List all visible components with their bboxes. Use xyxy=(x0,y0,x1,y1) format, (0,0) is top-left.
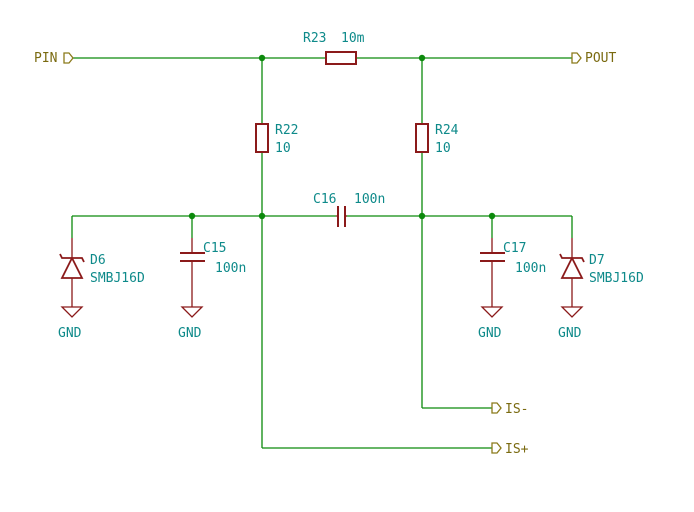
output-port-icon xyxy=(491,402,502,414)
diode-d6[interactable]: D6 SMBJ16D xyxy=(59,238,145,307)
ground-d7: GND xyxy=(558,306,584,341)
c17-value: 100n xyxy=(515,261,546,276)
output-port-icon xyxy=(571,52,582,64)
ground-label: GND xyxy=(178,326,202,341)
r24-ref: R24 xyxy=(435,123,459,138)
ground-c17: GND xyxy=(478,306,504,341)
port-pin-label: PIN xyxy=(34,51,57,66)
r22-value: 10 xyxy=(275,141,291,156)
port-is-plus[interactable]: IS+ xyxy=(491,442,529,457)
input-port-icon xyxy=(63,52,74,64)
junction-dot xyxy=(418,54,426,62)
r23-value: 10m xyxy=(341,31,365,46)
ground-label: GND xyxy=(478,326,502,341)
junctions xyxy=(188,54,496,220)
resistor-r22[interactable]: R22 10 xyxy=(255,123,298,156)
resistor-icon xyxy=(325,51,357,65)
junction-dot xyxy=(488,212,496,220)
wires xyxy=(71,57,573,449)
d6-ref: D6 xyxy=(90,253,106,268)
ground-icon xyxy=(60,306,84,318)
capacitor-c17[interactable]: C17 100n xyxy=(480,238,546,307)
c17-ref: C17 xyxy=(503,241,526,256)
junction-dot xyxy=(418,212,426,220)
diode-triangle-icon xyxy=(60,255,84,279)
port-is-plus-label: IS+ xyxy=(505,442,529,457)
d6-value: SMBJ16D xyxy=(90,271,145,286)
port-is-minus[interactable]: IS- xyxy=(491,402,528,417)
r22-ref: R22 xyxy=(275,123,298,138)
port-pout[interactable]: POUT xyxy=(571,51,616,66)
resistor-icon xyxy=(255,123,269,153)
junction-dot xyxy=(188,212,196,220)
ground-c15: GND xyxy=(178,306,204,341)
r23-ref: R23 xyxy=(303,31,326,46)
resistor-r24[interactable]: R24 10 xyxy=(415,123,459,156)
resistor-icon xyxy=(415,123,429,153)
c15-value: 100n xyxy=(215,261,246,276)
d7-value: SMBJ16D xyxy=(589,271,644,286)
diode-d7[interactable]: D7 SMBJ16D xyxy=(559,238,644,307)
resistor-r23[interactable]: R23 10m xyxy=(303,31,365,65)
c16-value: 100n xyxy=(354,192,385,207)
diode-triangle-icon xyxy=(560,255,584,279)
ground-d6: GND xyxy=(58,306,84,341)
output-port-icon xyxy=(491,442,502,454)
ground-icon xyxy=(180,306,204,318)
ground-icon xyxy=(480,306,504,318)
port-pin[interactable]: PIN xyxy=(34,51,74,66)
port-pout-label: POUT xyxy=(585,51,616,66)
d7-ref: D7 xyxy=(589,253,605,268)
ground-icon xyxy=(560,306,584,318)
port-is-minus-label: IS- xyxy=(505,402,528,417)
ground-label: GND xyxy=(558,326,582,341)
r24-value: 10 xyxy=(435,141,451,156)
junction-dot xyxy=(258,54,266,62)
c16-ref: C16 xyxy=(313,192,336,207)
ground-label: GND xyxy=(58,326,82,341)
junction-dot xyxy=(258,212,266,220)
capacitor-c15[interactable]: C15 100n xyxy=(180,238,246,307)
c15-ref: C15 xyxy=(203,241,226,256)
capacitor-c16[interactable]: C16 100n xyxy=(313,192,385,227)
